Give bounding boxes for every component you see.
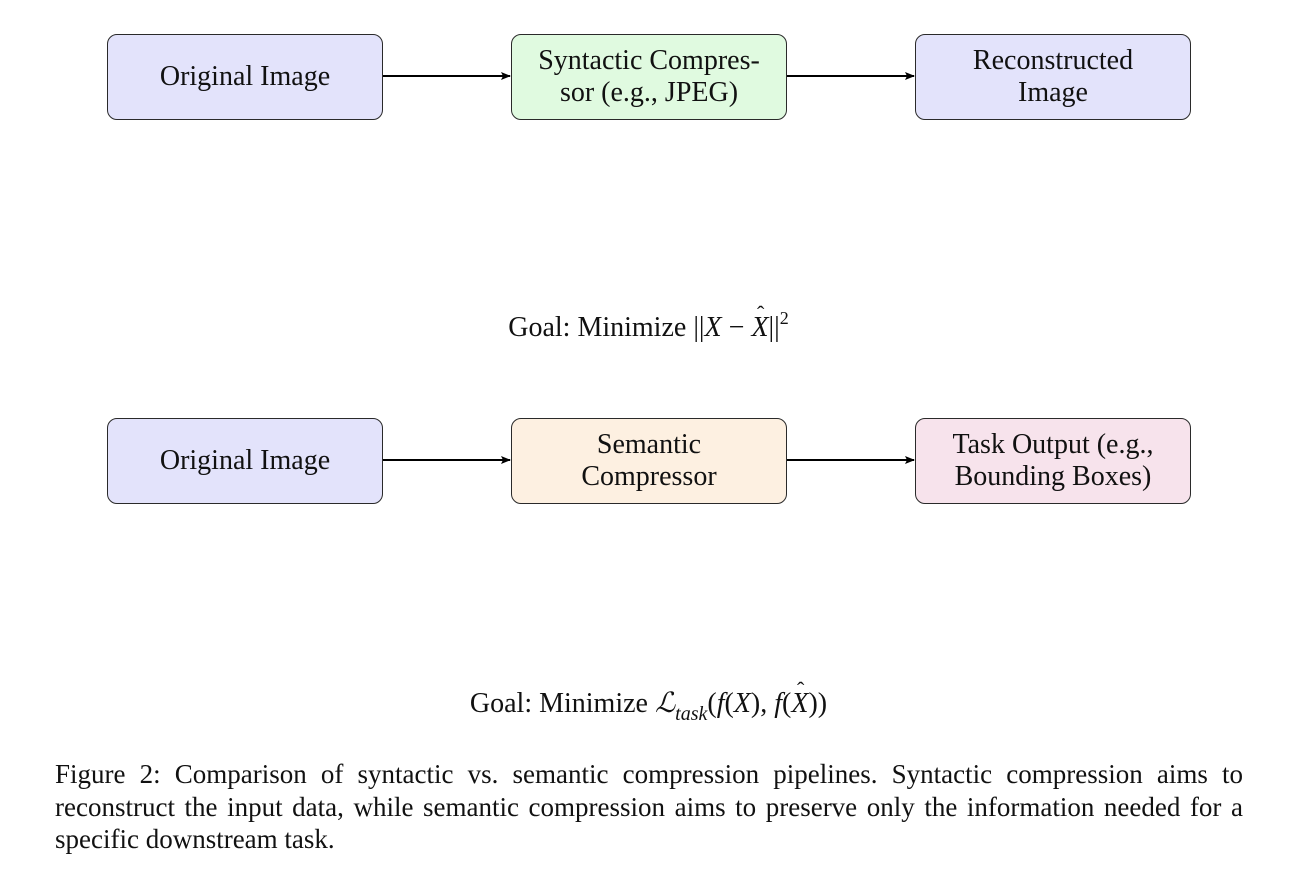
semantic-compressor-node: Semantic Compressor — [511, 418, 787, 504]
node-label-line: Semantic — [596, 429, 702, 460]
goal-prefix: Goal: Minimize — [508, 312, 687, 343]
node-label-line: Reconstructed — [972, 45, 1134, 76]
node-label-line: Original Image — [159, 445, 331, 476]
node-label-line: Compressor — [581, 461, 717, 492]
original-image-node: Original Image — [107, 34, 383, 120]
node-label-line: Bounding Boxes) — [954, 461, 1152, 492]
node-label-line: sor (e.g., JPEG) — [559, 77, 739, 108]
node-label-line: Syntactic Compres- — [538, 45, 760, 76]
figure-caption: Figure 2: Comparison of syntactic vs. se… — [55, 759, 1243, 854]
node-label-line: Original Image — [159, 61, 331, 92]
node-label-line: Image — [1018, 77, 1088, 108]
syntactic-compressor-node: Syntactic Compres- sor (e.g., JPEG) — [511, 34, 787, 120]
goal-prefix: Goal: Minimize — [469, 688, 648, 719]
task-output-node: Task Output (e.g., Bounding Boxes) — [915, 418, 1191, 504]
node-label-line: Task Output (e.g., — [952, 429, 1154, 460]
reconstructed-image-node: Reconstructed Image — [915, 34, 1191, 120]
original-image-node: Original Image — [107, 418, 383, 504]
